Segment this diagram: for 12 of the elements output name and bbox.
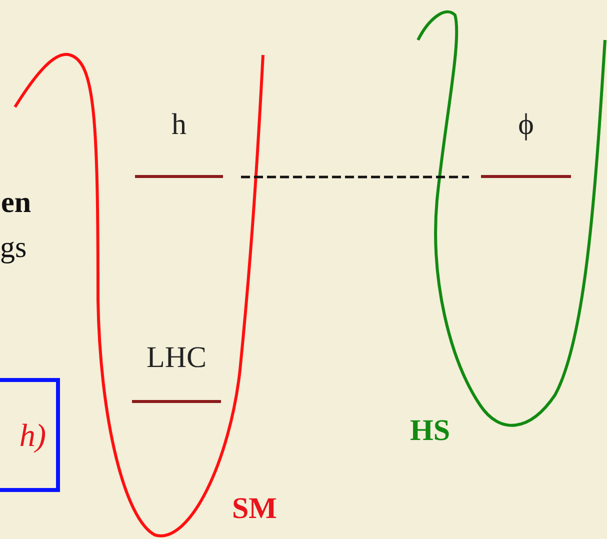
heading-fragment: en — [1, 188, 31, 218]
level-label: ϕ — [518, 110, 534, 140]
level-label: LHC — [146, 343, 206, 373]
highlight-box — [0, 378, 60, 492]
dashed-line — [241, 176, 469, 178]
formula-text: h) — [19, 416, 46, 454]
energy-level — [135, 110, 223, 178]
energy-level — [481, 110, 571, 178]
curve-label: HS — [410, 416, 450, 446]
level-label: h — [172, 110, 186, 140]
curve-label: SM — [232, 494, 277, 524]
text-fragment: gs — [0, 233, 27, 263]
